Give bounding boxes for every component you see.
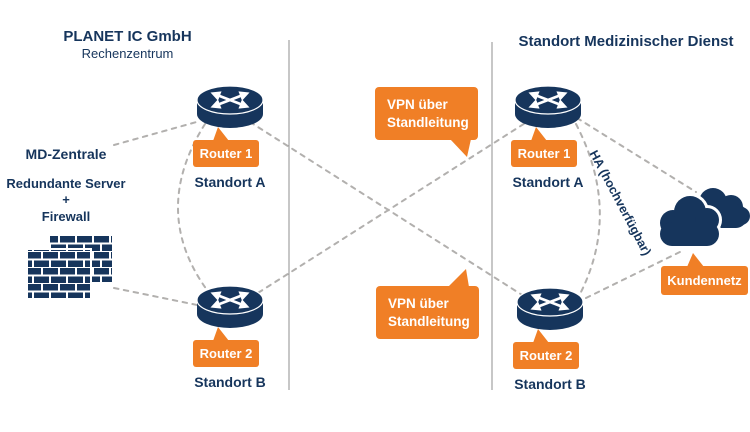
link-right-router1-to-cloud — [576, 117, 697, 193]
router-icon — [516, 287, 584, 330]
md-description-line3: Firewall — [41, 208, 91, 224]
firewall-icon — [26, 236, 112, 300]
ha-arc-right — [575, 123, 601, 293]
link-md-to-left-router1 — [113, 120, 201, 146]
bubble-tail — [533, 329, 549, 343]
right-zone-title: Standort Medizinischer Dienst — [518, 33, 734, 50]
router-label-bubble: Router 2 — [513, 329, 579, 369]
site-label: Standort A — [194, 174, 266, 190]
left-zone-title: PLANET IC GmbH — [63, 28, 192, 45]
bubble-tail — [213, 327, 229, 341]
vpn-label-bottom-bubble: VPN über Standleitung — [376, 269, 479, 339]
router-label-bubble: Router 2 — [193, 327, 259, 367]
md-description-line1: Redundante Server — [6, 176, 126, 191]
link-right-router2-to-cloud — [585, 249, 685, 299]
left-zone-subtitle: Rechenzentrum — [81, 46, 174, 61]
vpn-label-top: VPN über Standleitung — [387, 97, 469, 130]
md-zentrale-title: MD-Zentrale — [25, 146, 107, 162]
site-label: Standort B — [514, 376, 586, 392]
md-zentrale-block: MD-Zentrale Redundante Server + Firewall — [0, 146, 132, 225]
router-label: Router 1 — [199, 146, 253, 161]
router-label: Router 2 — [199, 346, 253, 361]
router-icon — [196, 85, 264, 128]
router-label-bubble: Router 1 — [193, 127, 259, 167]
router-label: Router 1 — [517, 146, 571, 161]
bubble-tail — [531, 127, 547, 141]
cloud-icon — [657, 188, 750, 249]
vpn-link-router2a-to-router1b — [249, 119, 531, 299]
link-md-to-left-router2 — [113, 287, 203, 307]
customer-network-bubble: Kundennetz — [661, 253, 748, 295]
router-icon — [514, 85, 582, 128]
router-label: Router 2 — [519, 348, 573, 363]
site-label: Standort B — [194, 374, 266, 390]
vpn-label-top-bubble: VPN über Standleitung — [375, 87, 478, 157]
vpn-label-bottom: VPN über Standleitung — [388, 296, 470, 329]
customer-network-label: Kundennetz — [667, 273, 742, 288]
bubble-tail — [687, 253, 704, 267]
site-label: Standort A — [512, 174, 584, 190]
right-zone-header: Standort Medizinischer Dienst — [505, 33, 747, 51]
bubble-tail — [213, 127, 229, 141]
md-description-line2: + — [62, 192, 70, 208]
bubble-tail — [448, 269, 469, 287]
vpn-link-router1a-to-router2b — [249, 121, 531, 301]
left-zone-header: PLANET IC GmbH Rechenzentrum — [20, 28, 235, 63]
router-icon — [196, 285, 264, 328]
router-label-bubble: Router 1 — [511, 127, 577, 167]
bubble-tail — [450, 139, 471, 157]
